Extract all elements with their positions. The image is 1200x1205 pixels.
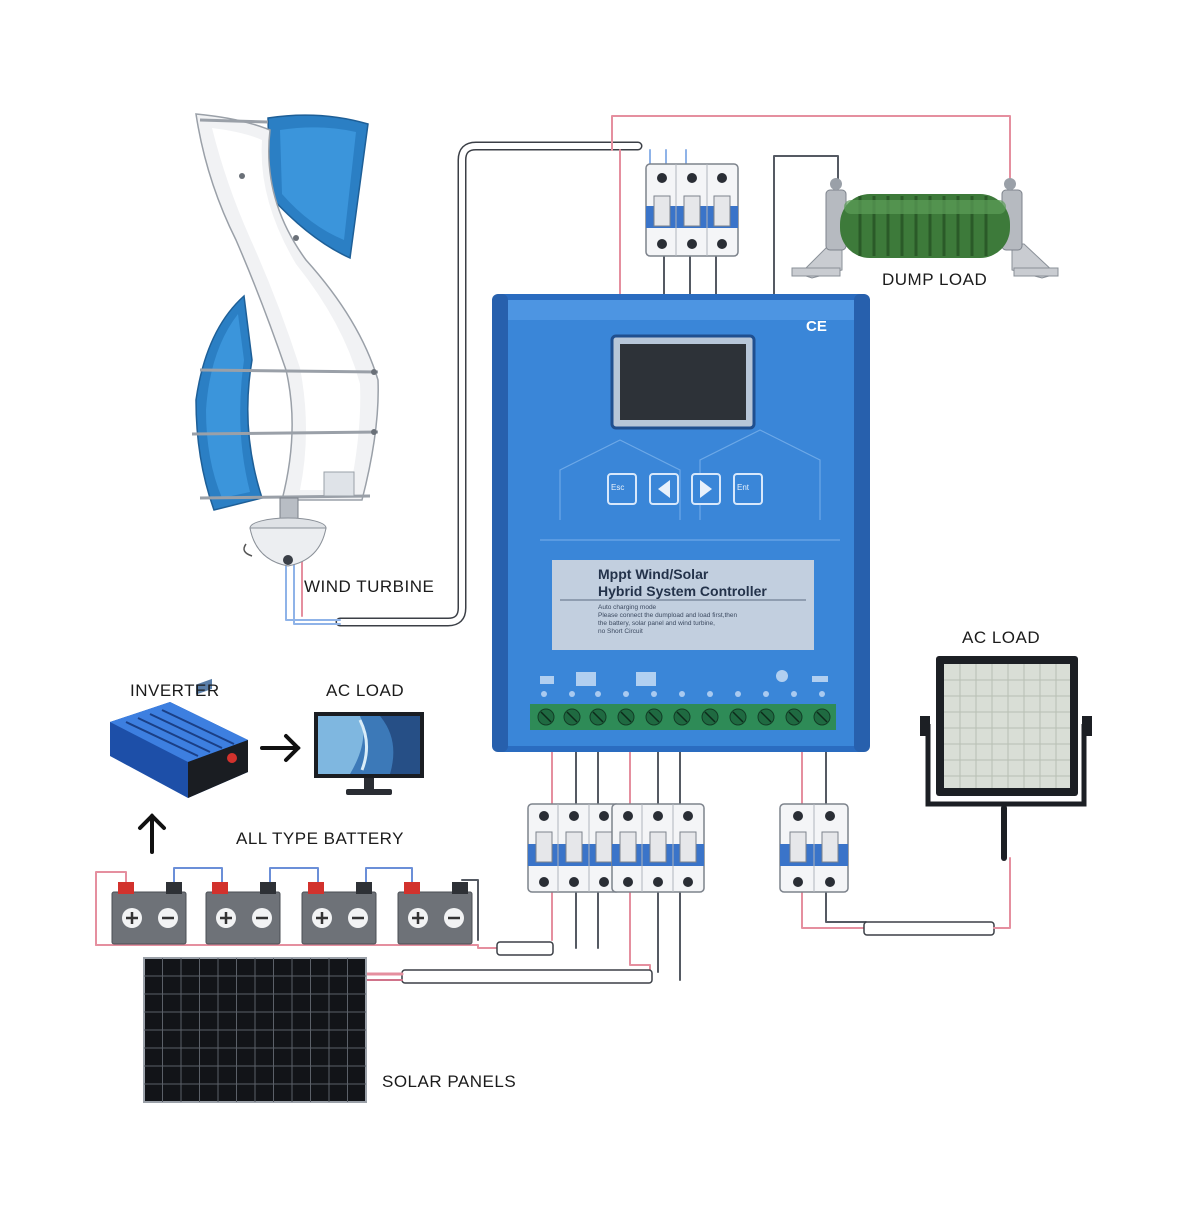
wiring bbox=[95, 115, 1011, 984]
battery-label: ALL TYPE BATTERY bbox=[236, 829, 404, 848]
controller-buttons bbox=[607, 473, 763, 505]
arrow-up-icon bbox=[138, 813, 166, 854]
dump-load-label: DUMP LOAD bbox=[882, 270, 988, 289]
battery-3 bbox=[301, 882, 377, 945]
wind-turbine-label: WIND TURBINE bbox=[304, 577, 435, 596]
ent-button-label: Ent bbox=[737, 483, 750, 492]
controller-note-line: the battery, solar panel and wind turbin… bbox=[598, 620, 715, 627]
ac-load-left-label: AC LOAD bbox=[326, 681, 405, 700]
controller-note: Auto charging mode Please connect the du… bbox=[598, 604, 808, 636]
esc-button[interactable] bbox=[607, 473, 637, 505]
wind-breaker bbox=[645, 163, 739, 257]
ac-load-right-label: AC LOAD bbox=[962, 628, 1041, 647]
ent-button[interactable] bbox=[733, 473, 763, 505]
controller-note-line: Auto charging mode bbox=[598, 604, 657, 611]
solar-breaker bbox=[611, 803, 705, 893]
solar-panels-label: SOLAR PANELS bbox=[382, 1072, 517, 1091]
battery-1 bbox=[111, 882, 187, 945]
controller-note-line: Please connect the dumpload and load fir… bbox=[598, 612, 738, 619]
esc-button-label: Esc bbox=[611, 483, 625, 492]
battery-breaker bbox=[527, 803, 621, 893]
solar-panel bbox=[143, 957, 367, 1103]
arrow-right-icon bbox=[260, 734, 301, 762]
battery-bank bbox=[111, 882, 473, 945]
controller-title-line2: Hybrid System Controller bbox=[598, 583, 767, 599]
inverter bbox=[110, 678, 248, 798]
monitor bbox=[314, 712, 424, 795]
ce-mark: CE bbox=[806, 318, 827, 335]
dump-load-resistor bbox=[791, 178, 1059, 279]
controller-label-panel bbox=[552, 560, 814, 650]
inverter-label: INVERTER bbox=[130, 681, 220, 700]
floodlight bbox=[920, 656, 1092, 807]
controller-title: Mppt Wind/Solar Hybrid System Controller bbox=[598, 566, 767, 600]
battery-4 bbox=[397, 882, 473, 945]
controller-title-line1: Mppt Wind/Solar bbox=[598, 566, 709, 582]
battery-2 bbox=[205, 882, 281, 945]
wind-turbine bbox=[191, 113, 379, 567]
hybrid-controller bbox=[492, 294, 870, 752]
controller-note-line: no Short Circuit bbox=[598, 628, 643, 635]
load-breaker bbox=[779, 803, 849, 893]
